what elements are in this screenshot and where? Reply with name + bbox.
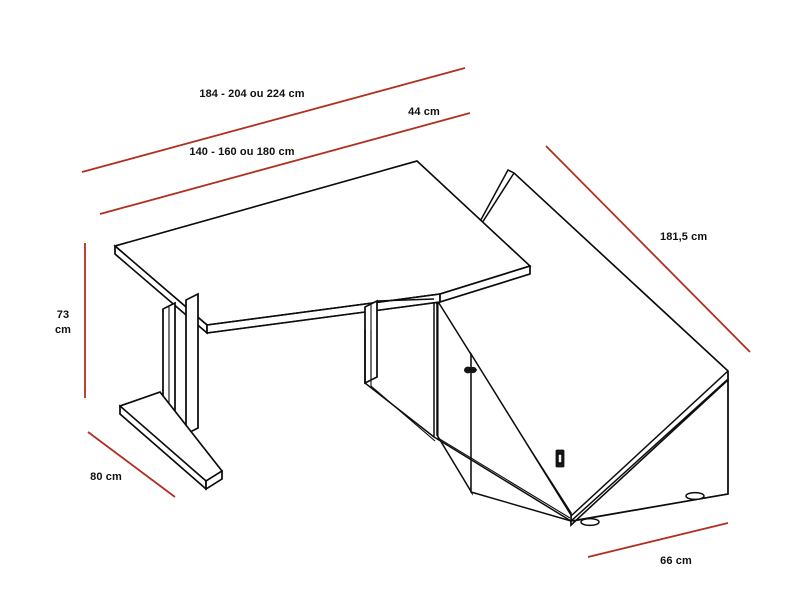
dim-line-sideboard-length — [545, 145, 751, 353]
sideboard-top-back-edge — [513, 172, 729, 372]
door-lock[interactable] — [555, 449, 565, 468]
dim-label-desk-height-value: 73 — [57, 309, 69, 321]
leg-column-right — [185, 292, 199, 436]
support-rail-top-connector — [376, 298, 435, 302]
leg-foot-rail-edge — [205, 470, 223, 482]
sideboard-feet — [580, 491, 705, 527]
worktop-lower-edge — [114, 253, 531, 334]
dim-label-desk-top-width: 140 - 160 ou 180 cm — [189, 146, 294, 158]
sideboard-right-end-outline — [572, 380, 729, 522]
sideboard-foot-front — [580, 517, 600, 527]
dim-label-sideboard-depth: 66 cm — [660, 555, 692, 567]
dimension-annotations: 184 - 204 ou 224 cm 140 - 160 ou 180 cm … — [55, 67, 751, 567]
t-leg-frame — [118, 292, 436, 491]
leg-foot-rail-outline — [119, 391, 223, 490]
support-rail-inner — [364, 330, 435, 438]
sideboard-front-inner-edge — [437, 301, 571, 519]
dim-label-desk-depth: 80 cm — [90, 471, 122, 483]
dim-line-desk-depth — [87, 431, 176, 498]
dim-label-desk-height-unit: cm — [55, 324, 71, 336]
leg-column-right-outline — [185, 292, 199, 436]
dim-line-desk-top-width — [99, 112, 471, 215]
dim-line-desk-overall-width — [81, 67, 466, 173]
dim-label-sideboard-length: 181,5 cm — [660, 231, 707, 243]
sideboard-top-right-edge — [570, 370, 729, 517]
dim-label-desk-overall-width: 184 - 204 ou 224 cm — [199, 88, 304, 100]
support-rail-inner-offset — [370, 330, 436, 442]
door-handle[interactable] — [463, 366, 477, 374]
dim-line-sideboard-depth — [587, 522, 729, 558]
desk-worktop — [113, 160, 532, 335]
dim-label-return-overhang: 44 cm — [408, 106, 440, 118]
sideboard-foot-right — [685, 491, 705, 501]
